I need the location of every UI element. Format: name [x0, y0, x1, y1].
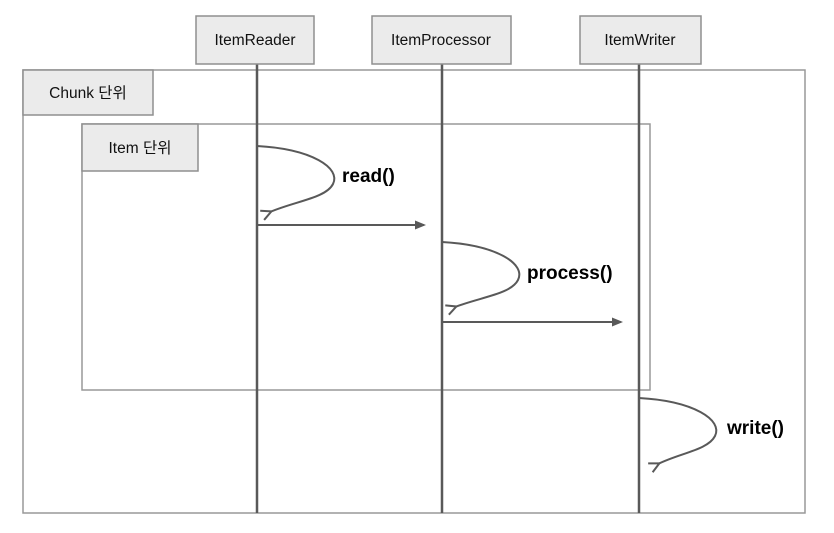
message-process-self-arrow: [441, 241, 521, 307]
message-process-label: process(): [527, 263, 613, 284]
item-frame: [81, 123, 651, 391]
participant-itemprocessor-label: ItemProcessor: [391, 32, 491, 49]
chunk-frame-label: Chunk 단위: [49, 84, 127, 102]
chunk-frame: [22, 69, 806, 514]
chunk-frame-label-box: [22, 69, 154, 116]
message-read-label: read(): [342, 166, 395, 187]
item-frame-label-box: [81, 123, 199, 172]
participant-itemwriter: ItemWriter: [579, 15, 702, 65]
participant-itemprocessor-box: [371, 15, 512, 65]
participant-itemreader-box: [195, 15, 315, 65]
participant-itemreader-label: ItemReader: [215, 32, 296, 49]
participant-itemprocessor: ItemProcessor: [371, 15, 512, 65]
participant-itemwriter-box: [579, 15, 702, 65]
message-write-self-arrow: [638, 397, 718, 464]
item-frame-label: Item 단위: [109, 139, 172, 157]
message-read-self-arrow: [256, 145, 336, 212]
participant-itemwriter-label: ItemWriter: [604, 32, 675, 49]
participant-itemreader: ItemReader: [195, 15, 315, 65]
message-write-label: write(): [726, 418, 784, 439]
